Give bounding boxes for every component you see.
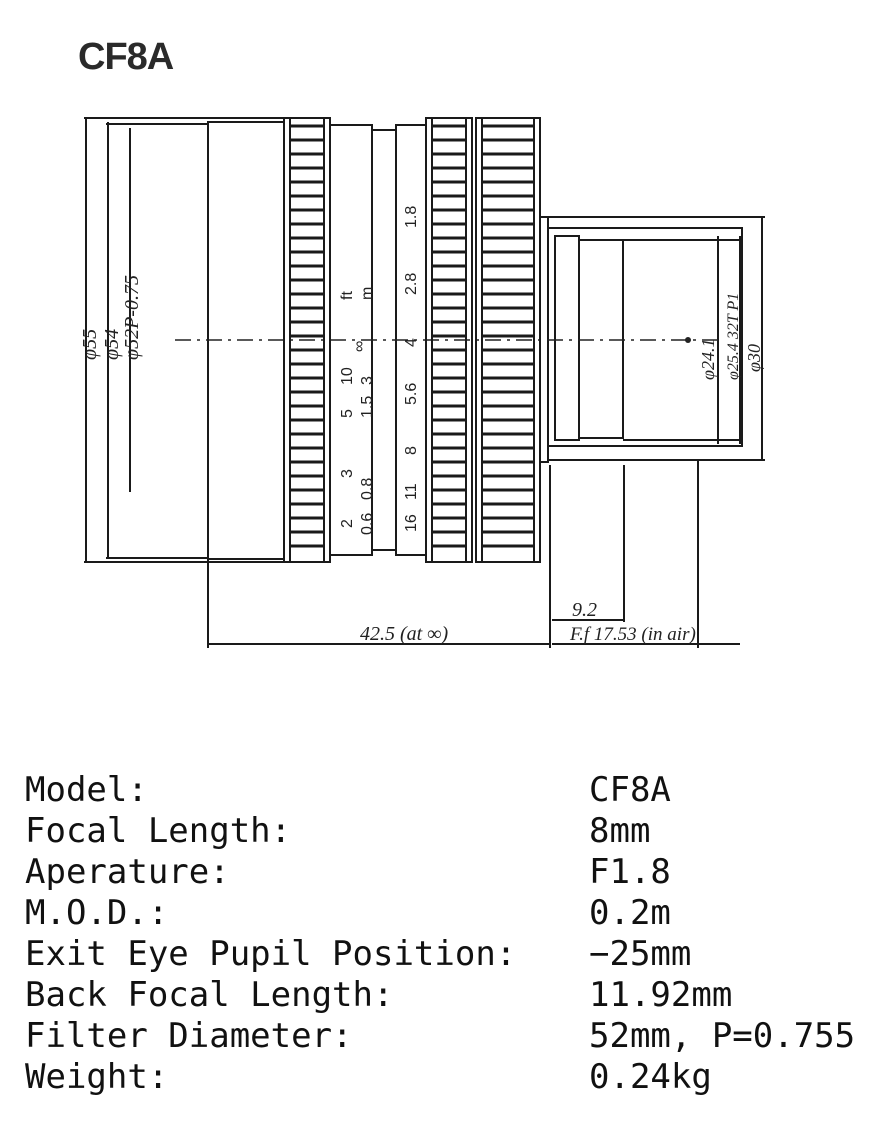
spec-row: M.O.D.: 0.2m: [25, 893, 855, 934]
dim-phi54: φ54: [101, 329, 123, 360]
focus-scale-m-3: 3: [359, 376, 376, 385]
focus-scale-m-inf: ∞: [351, 341, 368, 352]
dim-phi24: φ24.1: [698, 339, 718, 380]
aperture-16: 16: [403, 514, 420, 532]
spec-row: Filter Diameter: 52mm, P=0.755: [25, 1016, 855, 1057]
spec-label: M.O.D.:: [25, 893, 169, 933]
focus-scale-m-unit: m: [359, 287, 376, 300]
spec-label: Filter Diameter:: [25, 1016, 353, 1056]
aperture-ring: [425, 117, 473, 563]
dim-length-9-2: 9.2: [572, 599, 597, 621]
aperture-4: 4: [403, 338, 420, 347]
spec-label: Model:: [25, 770, 148, 810]
spec-value: CF8A: [589, 770, 671, 810]
spec-row: Aperature: F1.8: [25, 852, 855, 893]
aperture-1-8: 1.8: [403, 206, 420, 228]
spec-value: 8mm: [589, 811, 651, 851]
spec-label: Back Focal Length:: [25, 975, 394, 1015]
spec-value: 11.92mm: [589, 975, 733, 1015]
spec-value: 0.2m: [589, 893, 671, 933]
aperture-8: 8: [403, 446, 420, 455]
aperture-2-8: 2.8: [403, 273, 420, 295]
dim-phi52p: φ52P-0.75: [121, 275, 143, 360]
focus-scale-ft-3: 3: [339, 469, 356, 478]
spec-row: Focal Length: 8mm: [25, 811, 855, 852]
spec-table: Model: CF8A Focal Length: 8mm Aperature:…: [25, 770, 855, 1098]
dim-length-total: 42.5 (at ∞): [360, 623, 448, 645]
spec-label: Weight:: [25, 1057, 169, 1097]
spec-label: Exit Eye Pupil Position:: [25, 934, 517, 974]
dim-phi25: φ25.4 32T P1: [725, 293, 742, 380]
spec-row: Exit Eye Pupil Position: −25mm: [25, 934, 855, 975]
dim-phi55: φ55: [79, 329, 101, 360]
spec-value: −25mm: [589, 934, 692, 974]
lens-drawing: φ55 φ54 φ52P-0.75 φ24.1 φ25.4 32T P1 φ30…: [79, 117, 765, 648]
dim-flange-focal: F.f 17.53 (in air): [569, 624, 696, 645]
spec-label: Focal Length:: [25, 811, 292, 851]
focus-scale-m-0-6: 0.6: [359, 513, 376, 535]
spec-value: 0.24kg: [589, 1057, 712, 1097]
focus-scale-m-0-8: 0.8: [359, 478, 376, 500]
spec-row: Weight: 0.24kg: [25, 1057, 855, 1098]
focus-scale-m-1-5: 1.5: [359, 396, 376, 418]
focus-scale-ft-5: 5: [339, 409, 356, 418]
spec-value: F1.8: [589, 852, 671, 892]
aperture-11: 11: [403, 483, 420, 500]
spec-row: Model: CF8A: [25, 770, 855, 811]
spec-row: Back Focal Length: 11.92mm: [25, 975, 855, 1016]
dim-phi30: φ30: [744, 344, 764, 372]
focus-scale-ft-unit: ft: [339, 291, 356, 300]
focus-scale-ft-10: 10: [339, 367, 356, 385]
spec-label: Aperature:: [25, 852, 230, 892]
rear-grip-ring: [475, 117, 541, 563]
aperture-5-6: 5.6: [403, 383, 420, 405]
focus-scale-ft-2: 2: [339, 519, 356, 528]
spec-value: 52mm, P=0.755: [589, 1016, 856, 1056]
focus-ring: [283, 117, 331, 563]
page-title: CF8A: [78, 36, 174, 78]
